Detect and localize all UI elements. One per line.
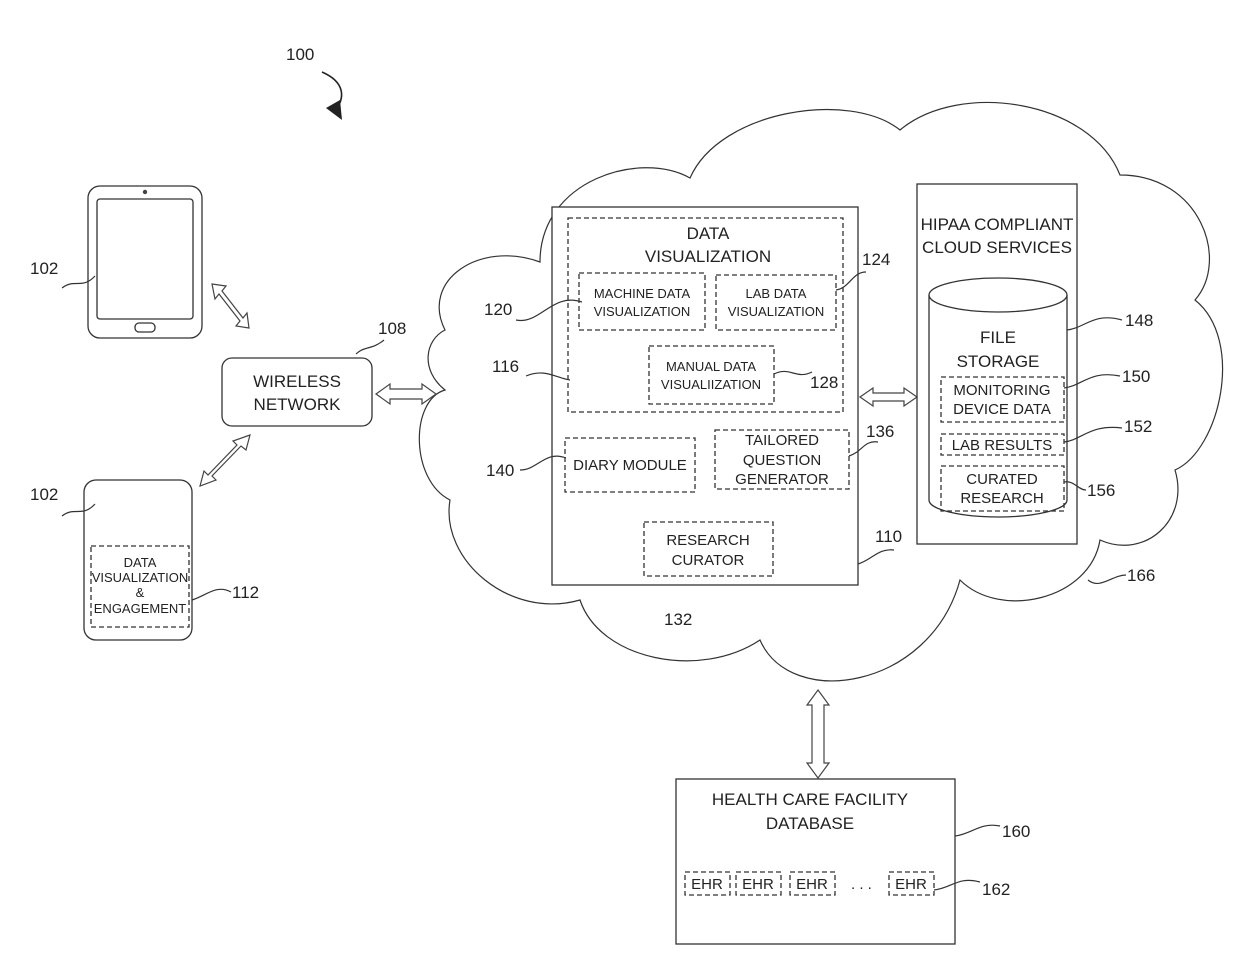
machine-data-line1: MACHINE DATA xyxy=(594,286,691,301)
phone-module-ref-leader xyxy=(192,589,231,600)
phone-module-line1: DATA xyxy=(124,555,157,570)
server-ref: 110 xyxy=(875,527,902,546)
lab-data-line2: VISUALIZATION xyxy=(728,304,825,319)
wireless-network-line1: WIRELESS xyxy=(253,372,341,391)
server-ref-leader xyxy=(858,550,894,564)
manual-data-ref: 128 xyxy=(810,373,838,392)
phone-module-ref: 112 xyxy=(232,583,259,602)
network-cloud-arrow xyxy=(376,384,436,404)
ehr-records-ref: 162 xyxy=(982,880,1010,899)
hipaa-line1: HIPAA COMPLIANT xyxy=(921,215,1074,234)
machine-data-line2: VISUALIZATION xyxy=(594,304,691,319)
curated-research-line1: CURATED xyxy=(966,471,1038,488)
facility-line2: DATABASE xyxy=(766,814,854,833)
facility-ref: 160 xyxy=(1002,822,1030,841)
monitoring-line2: DEVICE DATA xyxy=(953,401,1051,418)
lab-data-ref: 124 xyxy=(862,250,890,269)
data-visualization-ref: 116 xyxy=(492,357,519,376)
cloud-ref-leader xyxy=(1088,575,1126,583)
manual-data-line1: MANUAL DATA xyxy=(666,359,756,374)
wireless-ref-leader xyxy=(356,340,384,354)
wireless-network-box xyxy=(222,358,372,426)
tablet-ref: 102 xyxy=(30,259,58,278)
research-curator-ref: 132 xyxy=(664,610,692,629)
wireless-ref: 108 xyxy=(378,319,406,338)
file-storage-line1: FILE xyxy=(980,328,1016,347)
phone-ref: 102 xyxy=(30,485,58,504)
manual-data-line2: VISUALIIZATION xyxy=(661,377,761,392)
wireless-network-line2: NETWORK xyxy=(254,395,342,414)
monitoring-ref: 150 xyxy=(1122,367,1150,386)
ehr-record-3-label: EHR xyxy=(796,876,828,893)
cloud-facility-arrow xyxy=(807,690,829,778)
data-visualization-line1: DATA xyxy=(687,224,730,243)
phone-module-line2: VISUALIZATION xyxy=(92,570,189,585)
ehr-record-4-label: EHR xyxy=(895,876,927,893)
machine-data-ref: 120 xyxy=(484,300,512,319)
figure-number: 100 xyxy=(286,45,314,64)
tablet-device xyxy=(88,186,202,338)
phone-network-arrow xyxy=(200,435,250,486)
lab-results-ref: 152 xyxy=(1124,417,1152,436)
facility-ref-leader xyxy=(955,825,1000,836)
tablet-network-arrow xyxy=(212,284,249,328)
lab-results-label: LAB RESULTS xyxy=(952,437,1053,454)
monitoring-line1: MONITORING xyxy=(953,382,1050,399)
research-curator-line1: RESEARCH xyxy=(666,532,749,549)
ehr-record-2-label: EHR xyxy=(742,876,774,893)
phone-module-line3: & xyxy=(136,585,145,600)
phone-module-line4: ENGAGEMENT xyxy=(94,601,187,616)
diary-module-label: DIARY MODULE xyxy=(573,457,687,474)
file-storage-line2: STORAGE xyxy=(957,352,1040,371)
curated-research-line2: RESEARCH xyxy=(960,490,1043,507)
facility-line1: HEALTH CARE FACILITY xyxy=(712,790,908,809)
server-hipaa-arrow xyxy=(860,388,917,406)
ehr-record-1-label: EHR xyxy=(691,876,723,893)
research-curator-line2: CURATOR xyxy=(672,552,745,569)
lab-data-line1: LAB DATA xyxy=(746,286,807,301)
figure-pointer-arrowhead xyxy=(326,100,342,120)
data-visualization-line2: VISUALIZATION xyxy=(645,247,771,266)
cloud-ref: 166 xyxy=(1127,566,1155,585)
question-generator-ref: 136 xyxy=(866,422,894,441)
ehr-ellipsis: . . . xyxy=(851,876,872,893)
question-generator-line1: TAILORED xyxy=(745,432,819,449)
curated-research-ref: 156 xyxy=(1087,481,1115,500)
diary-module-ref: 140 xyxy=(486,461,514,480)
file-storage-ref: 148 xyxy=(1125,311,1153,330)
hipaa-line2: CLOUD SERVICES xyxy=(922,238,1072,257)
question-generator-line3: GENERATOR xyxy=(735,471,829,488)
question-generator-line2: QUESTION xyxy=(743,452,821,469)
